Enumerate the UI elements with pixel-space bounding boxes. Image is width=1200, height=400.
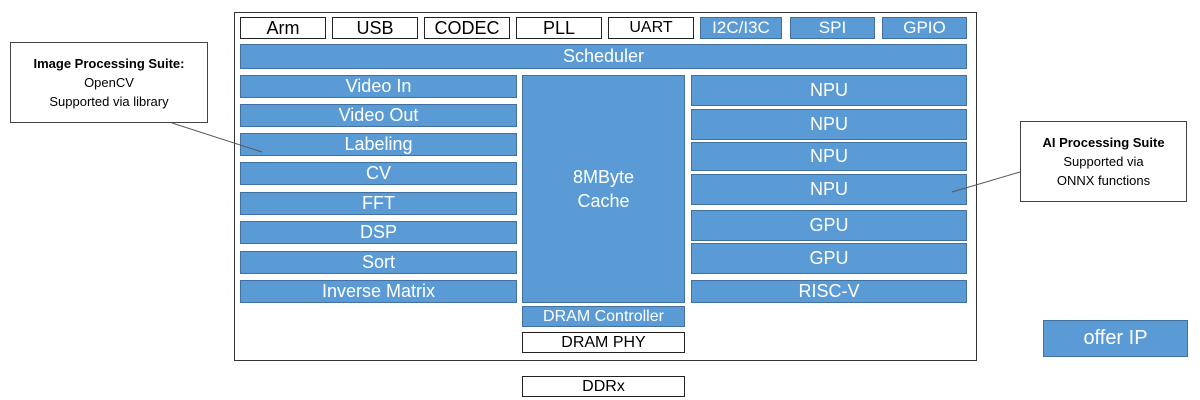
ip-block-i2c-i3c: I2C/I3C	[700, 17, 782, 39]
callout-image-title: Image Processing Suite:	[33, 56, 185, 71]
right-block-npu-1: NPU	[691, 75, 967, 106]
ddrx-block: DDRx	[522, 376, 685, 397]
left-block-labeling: Labeling	[240, 133, 517, 156]
cache-block: 8MByte Cache	[522, 75, 685, 303]
callout-ai-line2: ONNX functions	[1056, 173, 1151, 188]
left-block-video-out: Video Out	[240, 104, 517, 127]
left-block-inverse-matrix: Inverse Matrix	[240, 280, 517, 303]
ip-block-codec: CODEC	[424, 17, 510, 39]
ip-block-pll: PLL	[516, 17, 602, 39]
legend-offer-ip: offer IP	[1043, 320, 1188, 357]
left-block-fft: FFT	[240, 192, 517, 215]
right-block-risc-v: RISC-V	[691, 280, 967, 303]
callout-line-ai	[951, 171, 1021, 193]
scheduler-block: Scheduler	[240, 44, 967, 69]
right-block-gpu-2: GPU	[691, 243, 967, 274]
callout-ai-line1: Supported via	[1063, 154, 1144, 169]
right-block-npu-3: NPU	[691, 142, 967, 171]
dram-controller-block: DRAM Controller	[522, 306, 685, 327]
callout-ai-title: AI Processing Suite	[1042, 135, 1165, 150]
dram-phy-block: DRAM PHY	[522, 332, 685, 353]
callout-ai-processing: AI Processing Suite Supported via ONNX f…	[1020, 121, 1187, 202]
right-block-npu-4: NPU	[691, 174, 967, 205]
left-block-dsp: DSP	[240, 221, 517, 244]
ip-block-usb: USB	[332, 17, 418, 39]
right-block-npu-2: NPU	[691, 109, 967, 140]
callout-image-processing: Image Processing Suite: OpenCV Supported…	[10, 42, 208, 123]
ip-block-spi: SPI	[790, 17, 875, 39]
ip-block-gpio: GPIO	[882, 17, 967, 39]
left-block-video-in: Video In	[240, 75, 517, 98]
callout-line-image	[171, 122, 263, 153]
left-block-sort: Sort	[240, 251, 517, 274]
ip-block-arm: Arm	[240, 17, 326, 39]
ip-block-uart: UART	[608, 17, 694, 39]
right-block-gpu-1: GPU	[691, 210, 967, 241]
cache-line2: Cache	[577, 191, 630, 211]
cache-line1: 8MByte	[572, 167, 635, 187]
callout-image-line1: OpenCV	[84, 75, 134, 90]
callout-image-line2: Supported via library	[49, 94, 169, 109]
left-block-cv: CV	[240, 162, 517, 185]
